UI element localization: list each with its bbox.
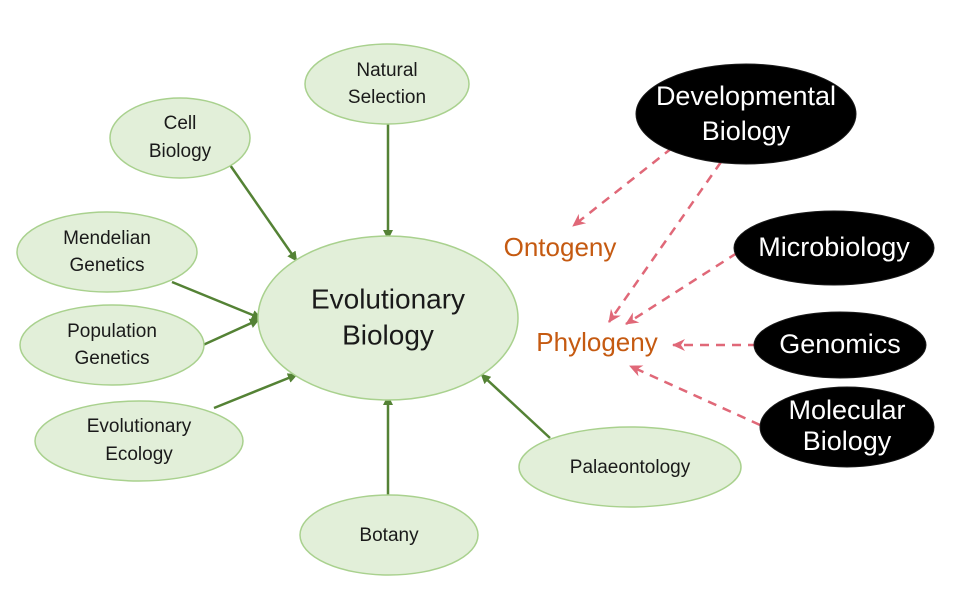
node-natural-selection-line2: Selection [348, 87, 426, 108]
node-microbiology-label: Microbiology [758, 232, 910, 262]
edge-microbiology-to-phylogeny [625, 251, 738, 326]
edge-cell-biology-to-center [228, 164, 298, 262]
center-node-evolutionary-biology: Evolutionary Biology [257, 235, 519, 401]
node-mendelian-genetics-line2: Genetics [70, 255, 145, 276]
node-cell-biology-line1: Cell [164, 113, 197, 134]
node-evolutionary-ecology-line2: Ecology [105, 444, 173, 465]
edge-evolutionary-ecology-to-center [213, 373, 298, 410]
node-population-genetics: Population Genetics [19, 304, 205, 386]
node-natural-selection-line1: Natural [356, 60, 417, 81]
edge-palaeontology-to-center [480, 373, 551, 439]
node-palaeontology: Palaeontology [518, 426, 742, 508]
solid-edges [171, 123, 551, 495]
node-evolutionary-ecology-line1: Evolutionary [87, 416, 192, 437]
node-population-genetics-line1: Population [67, 321, 157, 342]
node-molecular-biology-line2: Biology [803, 426, 892, 456]
node-molecular-biology-line1: Molecular [788, 395, 905, 425]
node-genomics: Genomics [753, 311, 927, 379]
edge-population-genetics-to-center [202, 318, 260, 347]
node-evolutionary-ecology: Evolutionary Ecology [34, 400, 244, 482]
node-developmental-biology: Developmental Biology [635, 63, 857, 165]
node-population-genetics-line2: Genetics [75, 348, 150, 369]
node-mendelian-genetics: Mendelian Genetics [16, 211, 198, 293]
edge-developmental-biology-to-phylogeny [607, 161, 723, 323]
center-node-label-line2: Biology [342, 319, 434, 350]
node-molecular-biology: Molecular Biology [759, 386, 935, 468]
node-genomics-label: Genomics [779, 329, 901, 359]
center-node-label-line1: Evolutionary [311, 283, 465, 314]
concept-ontogeny: Ontogeny [504, 232, 617, 262]
node-natural-selection: Natural Selection [304, 43, 470, 125]
edge-molecular-biology-to-phylogeny [629, 364, 761, 427]
node-microbiology: Microbiology [733, 210, 935, 286]
concept-phylogeny: Phylogeny [536, 327, 657, 357]
node-palaeontology-label: Palaeontology [570, 457, 691, 478]
node-developmental-biology-line1: Developmental [656, 81, 836, 111]
edge-mendelian-genetics-to-center [171, 280, 262, 320]
node-developmental-biology-line2: Biology [702, 116, 791, 146]
node-botany-label: Botany [359, 525, 419, 546]
edge-developmental-biology-to-ontogeny [572, 147, 673, 227]
node-mendelian-genetics-line1: Mendelian [63, 228, 151, 249]
node-botany: Botany [299, 494, 479, 576]
dashed-edges [572, 147, 761, 427]
node-cell-biology-line2: Biology [149, 141, 212, 162]
node-cell-biology: Cell Biology [109, 97, 251, 179]
